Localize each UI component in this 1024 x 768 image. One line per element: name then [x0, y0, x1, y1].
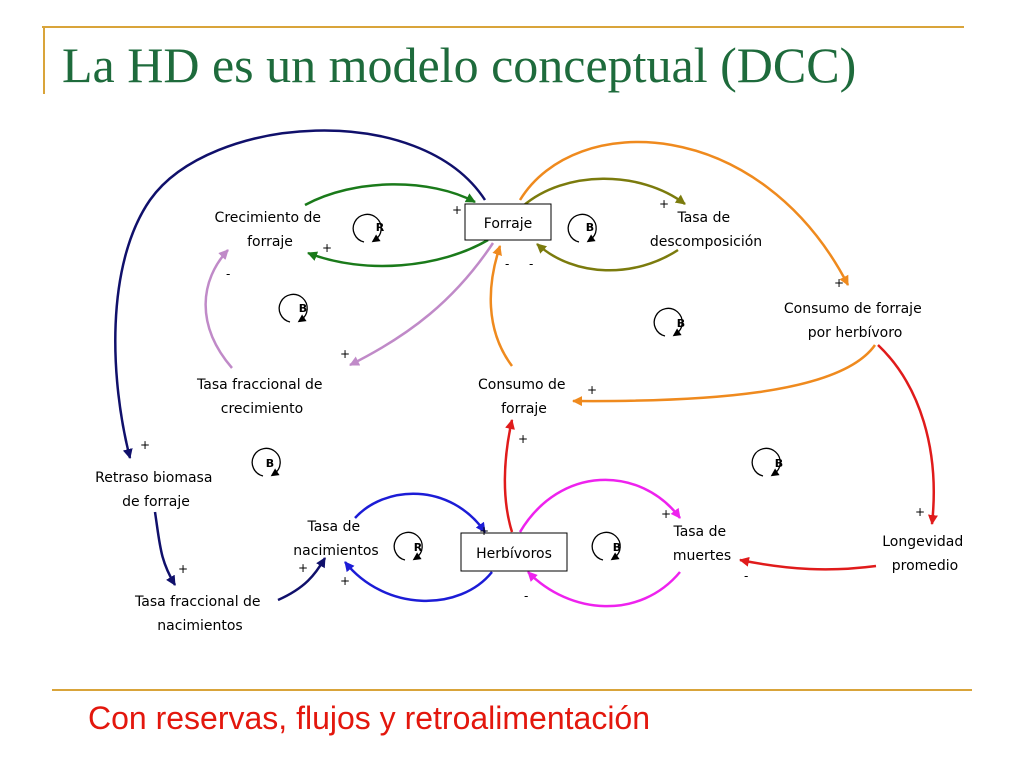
- arrow-consumo-herbivoro-to-consumo-forraje: [572, 344, 877, 407]
- var-tasa-muertes: Tasa de muertes: [672, 524, 731, 564]
- loop-marker-r1: R: [352, 213, 385, 243]
- arrow-tasa-fraccional-to-crecimiento: [204, 249, 233, 369]
- polarity-sign: -: [529, 257, 533, 271]
- polarity-sign: -: [226, 267, 230, 281]
- polarity-sign: +: [834, 276, 844, 290]
- subtitle: Con reservas, flujos y retroalimentación: [88, 700, 651, 736]
- stock-forraje-label: Forraje: [484, 216, 532, 232]
- arrow-forraje-to-consumo-por-herbivoro: [518, 140, 850, 286]
- svg-text:B: B: [266, 457, 274, 470]
- var-tasa-descomposicion: Tasa de descomposición: [650, 210, 762, 250]
- polarity-sign: +: [340, 347, 350, 361]
- svg-text:R: R: [376, 221, 385, 234]
- page-title: La HD es un modelo conceptual (DCC): [62, 37, 857, 93]
- arrow-herbivoros-to-nacimientos: [344, 561, 493, 602]
- stock-forraje: Forraje: [464, 203, 552, 241]
- arrow-crecimiento-to-forraje: [304, 183, 476, 207]
- polarity-sign: -: [505, 257, 509, 271]
- polarity-sign: +: [298, 561, 308, 575]
- polarity-sign: -: [524, 589, 528, 603]
- arrow-herbivoros-to-muertes: [518, 478, 681, 533]
- arrow-forraje-to-descomposicion: [522, 177, 686, 207]
- loop-marker-b6: B: [591, 531, 621, 561]
- polarity-sign: +: [659, 197, 669, 211]
- arrow-forraje-to-tasa-fraccional-crecimiento: [349, 242, 495, 367]
- arrow-forraje-to-retraso-biomasa: [114, 129, 487, 459]
- loop-marker-b5: B: [751, 447, 783, 477]
- polarity-sign: +: [140, 438, 150, 452]
- arrow-retraso-to-tasa-fraccional-nacimientos: [153, 511, 177, 586]
- polarity-sign: +: [340, 574, 350, 588]
- stock-herbivoros: Herbívoros: [460, 532, 568, 572]
- svg-text:B: B: [775, 457, 783, 470]
- svg-text:B: B: [586, 221, 594, 234]
- loop-marker-b4: B: [251, 447, 281, 477]
- loop-marker-b1: B: [567, 213, 597, 243]
- svg-text:B: B: [613, 541, 621, 554]
- polarity-sign: +: [661, 507, 671, 521]
- var-crecimiento-forraje: Crecimiento de forraje: [215, 210, 326, 250]
- var-longevidad-promedio: Longevidad promedio: [882, 534, 967, 574]
- arrow-tasa-fraccional-to-nacimientos: [277, 557, 327, 602]
- svg-text:B: B: [677, 317, 685, 330]
- arrow-forraje-to-crecimiento: [307, 238, 489, 268]
- loop-marker-b3: B: [653, 307, 685, 337]
- arrow-herbivoros-to-consumo-forraje: [503, 419, 515, 533]
- stock-herbivoros-label: Herbívoros: [476, 546, 552, 562]
- arrow-consumo-forraje-to-forraje: [489, 245, 514, 367]
- polarity-sign: +: [518, 432, 528, 446]
- polarity-sign: +: [479, 524, 489, 538]
- polarity-sign: -: [744, 569, 748, 583]
- polarity-sign: +: [915, 505, 925, 519]
- polarity-sign: +: [587, 383, 597, 397]
- var-tasa-nacimientos: Tasa de nacimientos: [293, 519, 378, 559]
- arrow-consumo-herbivoro-to-longevidad: [877, 344, 938, 525]
- svg-text:R: R: [414, 541, 423, 554]
- polarity-sign: +: [322, 241, 332, 255]
- var-tasa-fraccional-crecimiento: Tasa fraccional de crecimiento: [196, 377, 327, 417]
- arrow-nacimientos-to-herbivoros: [354, 492, 487, 533]
- arrow-descomposicion-to-forraje: [536, 243, 679, 272]
- polarity-sign: +: [452, 203, 462, 217]
- var-consumo-forraje-herbivoro: Consumo de forraje por herbívoro: [784, 301, 926, 341]
- var-consumo-forraje: Consumo de forraje: [478, 377, 570, 417]
- loop-marker-r2: R: [393, 531, 423, 561]
- loop-marker-b2: B: [278, 293, 308, 323]
- arrow-longevidad-to-muertes: [739, 556, 877, 571]
- svg-text:B: B: [299, 302, 307, 315]
- arrow-muertes-to-herbivoros: [527, 571, 681, 608]
- var-retraso-biomasa: Retraso biomasa de forraje: [95, 470, 217, 510]
- var-tasa-fraccional-nacimientos: Tasa fraccional de nacimientos: [134, 594, 265, 634]
- polarity-sign: +: [178, 562, 188, 576]
